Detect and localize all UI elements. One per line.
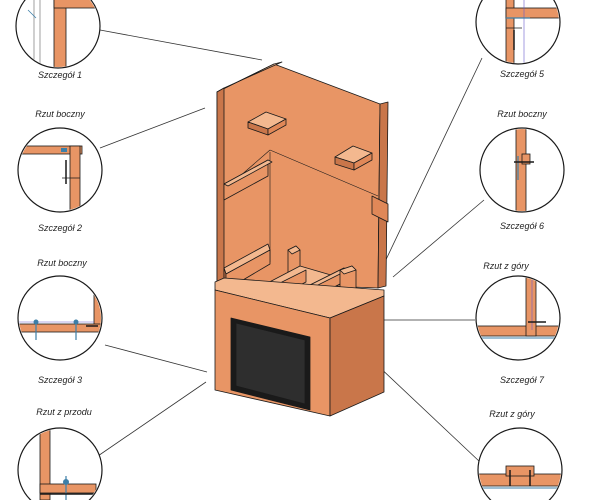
detail-circle-8 — [477, 427, 563, 500]
back-panel-edge — [377, 101, 389, 289]
side-view-label-left-top: Rzut boczny — [35, 109, 85, 119]
side-view-label-right: Rzut boczny — [497, 109, 547, 119]
base-side-face — [329, 295, 385, 417]
leader-lines — [94, 29, 485, 463]
detail-circle-6 — [479, 127, 565, 213]
detail-circle-4 — [17, 427, 103, 500]
left-side-panel — [216, 87, 225, 285]
front-view-label: Rzut z przodu — [36, 407, 92, 417]
detail-circle-7 — [475, 275, 561, 361]
top-view-label-right-bottom: Rzut z góry — [489, 409, 535, 419]
detail-circle-1 — [15, 0, 101, 69]
detail-circle-5 — [475, 0, 561, 65]
side-view-label-left-mid: Rzut boczny — [37, 258, 87, 268]
detail-7-label: Szczegół 7 — [499, 375, 545, 385]
detail-circle-2 — [17, 127, 103, 213]
detail-5-label: Szczegół 5 — [499, 69, 545, 79]
top-view-label-right-mid: Rzut z góry — [483, 261, 529, 271]
firebox-glass — [235, 322, 306, 405]
detail-circle-3 — [17, 275, 103, 361]
fireplace-cabinet — [214, 61, 389, 417]
detail-6-label: Szczegół 6 — [499, 221, 545, 231]
detail-3-label: Szczegół 3 — [37, 375, 83, 385]
detail-2-label: Szczegół 2 — [37, 223, 83, 233]
detail-1-label: Szczegół 1 — [37, 70, 83, 80]
